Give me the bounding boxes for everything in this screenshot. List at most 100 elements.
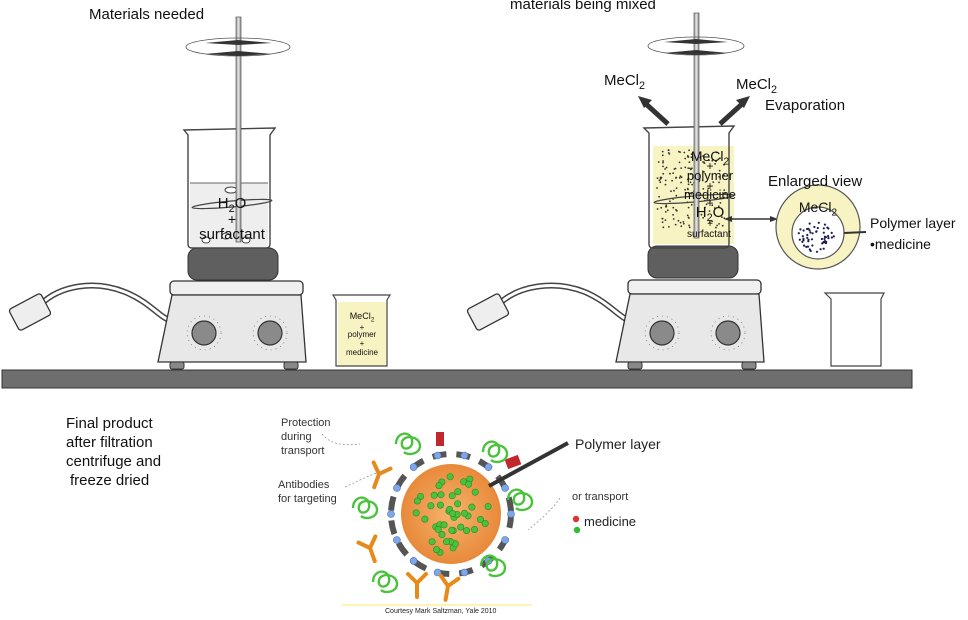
droplet-dot [719, 202, 722, 204]
droplet-dot [688, 226, 691, 229]
droplet-dot [705, 203, 708, 206]
nanoparticle-polymer-layer-label: Polymer layer [575, 436, 661, 452]
droplet-dot [723, 217, 726, 220]
droplet-dot [713, 207, 716, 209]
antibody-icon [356, 534, 378, 564]
droplet-dot [686, 178, 689, 181]
droplet-dot [702, 161, 704, 163]
droplet-dot [680, 181, 682, 184]
polymer-bead [468, 503, 476, 511]
droplet-dot [684, 157, 687, 160]
droplet-dot [665, 166, 668, 169]
vapor-left-label: MeCl2 [604, 72, 646, 92]
polymer-bead [440, 521, 448, 529]
transport-label: or transport [572, 491, 629, 503]
droplet-dot [712, 181, 715, 184]
polymer-bead [427, 502, 435, 510]
enlarged-view-title: Enlarged view [768, 173, 863, 190]
medicine-particle-dot [811, 232, 814, 235]
droplet-dot [664, 211, 667, 213]
medicine-particle-dot [813, 225, 816, 229]
mix-plus3: + [706, 196, 714, 210]
antibodies-label-2: for targeting [278, 493, 337, 505]
medicine-particle-dot [820, 237, 824, 241]
medicine-particle-dot [823, 223, 827, 226]
droplet-dot [661, 154, 664, 157]
dial-icon [644, 315, 680, 351]
droplet-dot [690, 156, 693, 159]
polymer-bead [446, 473, 454, 481]
droplet-dot [687, 155, 689, 158]
droplet-dot [711, 204, 714, 207]
enlarged-medicine-label: •medicine [870, 236, 931, 252]
droplet-dot [714, 163, 716, 165]
droplet-dot [667, 152, 670, 154]
enlarged-mecl-label: MeCl2 [798, 199, 838, 219]
medicine-particle-dot [817, 221, 820, 224]
droplet-dot [668, 226, 670, 228]
polymer-bead [460, 509, 468, 517]
final-product-line3: centrifuge and [66, 453, 162, 470]
vapor-arrow-left [638, 96, 670, 126]
mix-plus1: + [706, 159, 714, 173]
protection-label-3: transport [281, 445, 325, 457]
heating-pad [187, 247, 279, 281]
polymer-bead [428, 538, 436, 546]
polymer-bead [448, 492, 456, 500]
ligand-bead [460, 568, 469, 577]
medicine-particle-dot [803, 244, 806, 247]
squiggle-polymer [394, 432, 422, 456]
droplet-dot [657, 161, 660, 163]
mix-surfactant-label: surfactant [687, 229, 731, 240]
antibody-icon [406, 572, 428, 599]
droplet-dot [659, 177, 662, 180]
droplet-dot [684, 188, 686, 191]
droplet-dot [723, 189, 726, 192]
polymer-bead [432, 546, 440, 554]
polymer-bead [421, 515, 429, 523]
left-setup [8, 16, 307, 370]
droplet-dot [656, 177, 659, 180]
droplet-dot [680, 176, 683, 179]
droplet-dot [687, 206, 690, 209]
polymer-bead [484, 502, 492, 510]
droplet-dot [669, 200, 671, 203]
polymer-bead [448, 526, 456, 534]
nanoparticle-illustration [321, 432, 581, 606]
polymer-bead [437, 491, 445, 499]
polymer-bead [435, 482, 443, 490]
medicine-particle-dot [825, 240, 828, 243]
nanoparticle-medicine-label: medicine [584, 514, 637, 529]
droplet-dot [656, 187, 658, 189]
droplet-dot [713, 197, 715, 199]
stirrer-right [647, 12, 745, 239]
droplet-dot [715, 226, 717, 229]
droplet-dot [672, 172, 674, 175]
droplet-dot [659, 176, 662, 179]
droplet-dot [702, 216, 705, 219]
protective-polymers [351, 432, 534, 594]
droplet-dot [711, 159, 714, 162]
droplet-dot [703, 162, 706, 165]
medicine-particle-dot [823, 237, 826, 240]
ligand-bead [387, 510, 395, 518]
droplet-dot [664, 179, 667, 182]
medicine-particle-dot [827, 237, 830, 240]
medicine-particle-dot [821, 242, 824, 245]
squiggle-polymer [479, 554, 507, 578]
droplet-dot [664, 183, 667, 186]
dial-icon [252, 315, 288, 351]
droplet-dot [679, 175, 682, 178]
enlarged-droplet [775, 184, 867, 270]
droplet-dot [687, 183, 690, 186]
droplet-dot [687, 167, 690, 170]
droplet-dot [666, 209, 669, 212]
materials-needed-title: Materials needed [89, 6, 205, 23]
enlarge-pointer-arrow [724, 216, 778, 222]
ligand-bead [409, 463, 418, 471]
final-product-line4: freeze dried [70, 472, 150, 489]
droplet-dot [683, 151, 686, 154]
polymer-bead [438, 530, 446, 538]
polymer-bead [434, 525, 442, 533]
